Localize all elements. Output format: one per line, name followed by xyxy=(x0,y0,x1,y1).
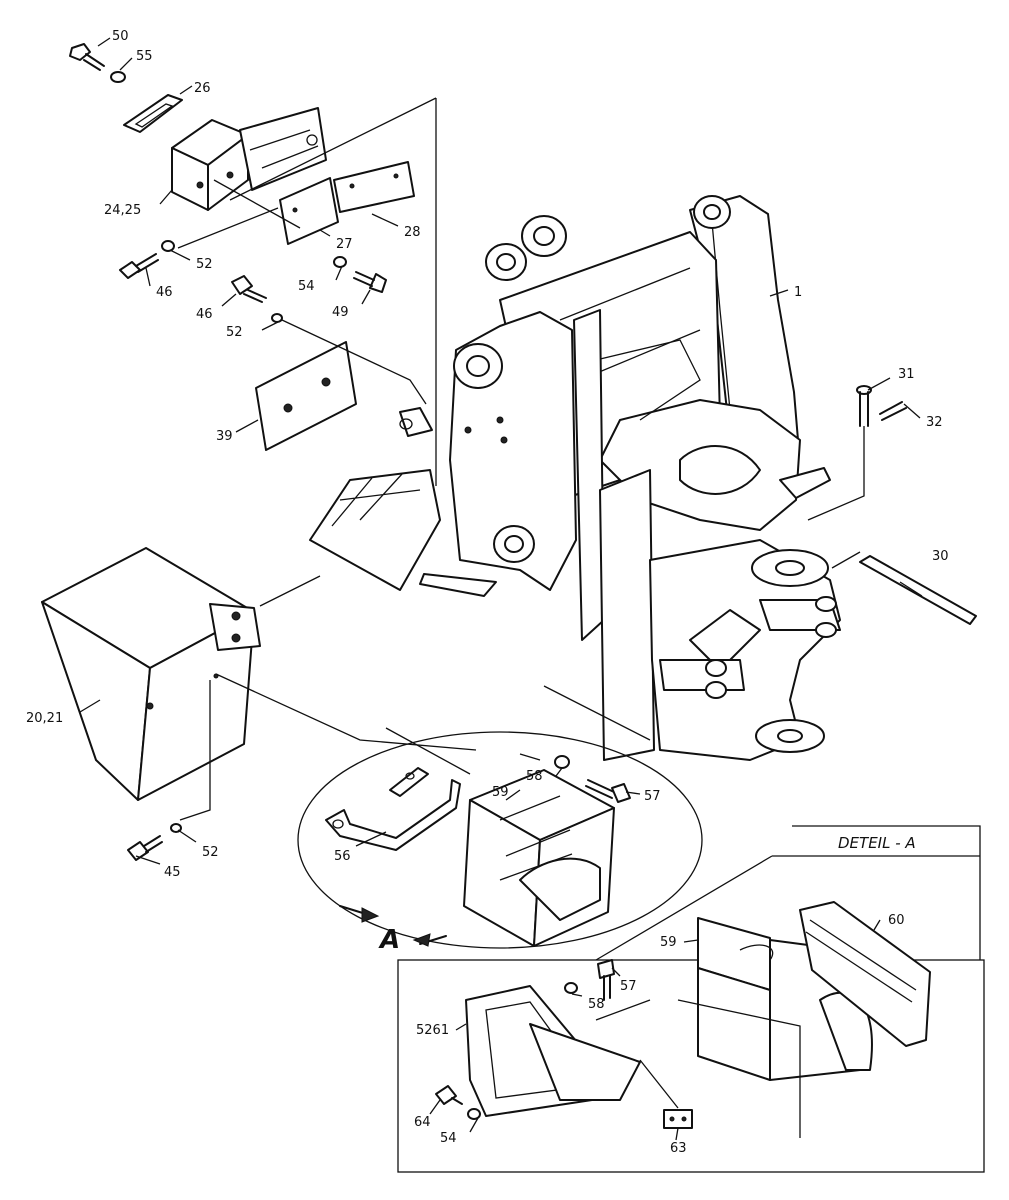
label-58-detail: 58 xyxy=(588,997,605,1012)
gasket-26 xyxy=(123,94,183,133)
label-52-upper: 52 xyxy=(196,257,213,272)
detail-marker-a: A xyxy=(378,925,400,955)
label-5261: 5261 xyxy=(416,1023,449,1038)
plate-39 xyxy=(255,341,357,451)
block-59-upper xyxy=(463,769,615,947)
label-52-lower: 52 xyxy=(202,845,219,860)
bolt-57-detail xyxy=(597,959,615,1001)
bracket-upper xyxy=(239,107,327,191)
plate-28 xyxy=(333,161,415,213)
washer-54-detail xyxy=(467,1108,481,1120)
pin-31 xyxy=(856,385,872,427)
leader-line-52-lower xyxy=(179,680,211,821)
washer-52-upper xyxy=(161,240,175,252)
bolt-45 xyxy=(127,835,163,861)
detail-arrow xyxy=(339,905,447,947)
washer-58-upper xyxy=(554,755,570,769)
label-1: 1 xyxy=(794,285,802,300)
detail-box xyxy=(397,959,985,1173)
washer-55 xyxy=(110,71,126,83)
bolt-57-upper xyxy=(585,779,631,803)
bracket-56 xyxy=(325,767,461,851)
label-57-detail: 57 xyxy=(620,979,637,994)
side-bracket xyxy=(309,407,497,597)
washer-52-middle xyxy=(271,313,283,323)
label-59-upper: 59 xyxy=(492,785,509,800)
label-46-middle: 46 xyxy=(196,307,213,322)
label-54: 54 xyxy=(298,279,315,294)
label-58-upper: 58 xyxy=(526,769,543,784)
pad-60 xyxy=(799,901,931,1047)
plate-27 xyxy=(279,177,339,245)
label-59-detail: 59 xyxy=(660,935,677,950)
label-45: 45 xyxy=(164,865,181,880)
leader-line-39 xyxy=(281,319,427,405)
detail-title: DETEIL - A xyxy=(838,834,916,852)
label-28: 28 xyxy=(404,225,421,240)
label-50: 50 xyxy=(112,29,129,44)
label-54-detail: 54 xyxy=(440,1131,457,1146)
bolt-50 xyxy=(69,43,105,71)
leader-line-30 xyxy=(831,551,861,569)
washer-58-detail xyxy=(564,982,578,994)
lower-mount-assembly xyxy=(649,467,841,761)
bolt-64 xyxy=(435,1085,463,1105)
label-39: 39 xyxy=(216,429,233,444)
nut-63 xyxy=(663,1109,693,1129)
flange-5261 xyxy=(465,985,641,1117)
label-32: 32 xyxy=(926,415,943,430)
cover-guide-lines xyxy=(215,575,477,751)
cover-20-21 xyxy=(41,547,261,801)
detail-header-frame xyxy=(595,825,981,961)
box-24-25 xyxy=(171,119,249,211)
guide-line-vertical xyxy=(229,97,437,486)
assembly-guide-lines xyxy=(177,179,301,249)
label-60: 60 xyxy=(888,913,905,928)
label-31: 31 xyxy=(898,367,915,382)
label-30: 30 xyxy=(932,549,949,564)
detail-callout-circle xyxy=(297,731,703,949)
label-52-middle: 52 xyxy=(226,325,243,340)
washer-54 xyxy=(333,256,347,268)
leader-line-31 xyxy=(807,426,865,521)
label-24-25: 24,25 xyxy=(104,203,141,218)
bolt-49 xyxy=(353,271,387,293)
clip-32 xyxy=(879,401,907,421)
bolt-46-middle xyxy=(231,275,267,303)
label-49: 49 xyxy=(332,305,349,320)
link-bar-30 xyxy=(859,555,977,625)
label-64: 64 xyxy=(414,1115,431,1130)
detail-guide-lines xyxy=(385,685,651,775)
label-27: 27 xyxy=(336,237,353,252)
bolt-46-upper xyxy=(119,253,159,279)
label-56: 56 xyxy=(334,849,351,864)
label-63: 63 xyxy=(670,1141,687,1156)
label-57-upper: 57 xyxy=(644,789,661,804)
main-frame-1 xyxy=(449,195,801,761)
detail-leader-lines xyxy=(595,999,801,1138)
label-26: 26 xyxy=(194,81,211,96)
label-46-upper: 46 xyxy=(156,285,173,300)
label-55: 55 xyxy=(136,49,153,64)
label-20-21: 20,21 xyxy=(26,711,63,726)
label-leader-lines xyxy=(79,37,921,1141)
